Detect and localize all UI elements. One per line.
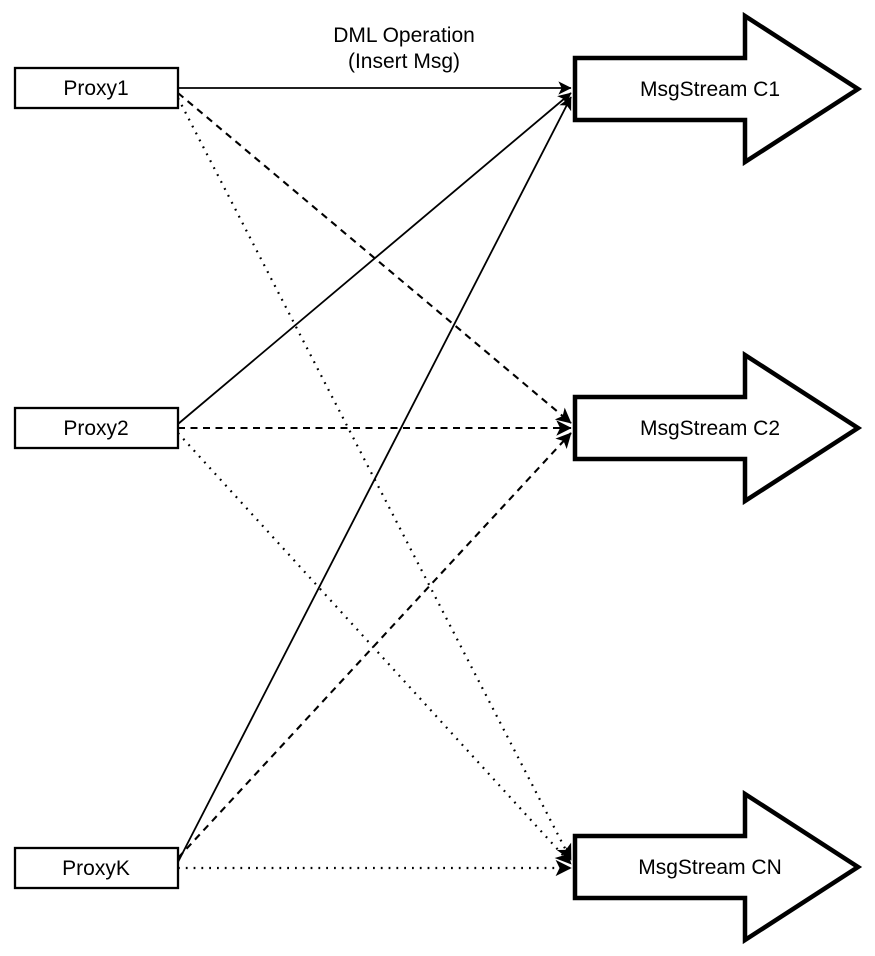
node-msgstream-c1: MsgStream C1 [572, 11, 863, 167]
diagram-title-line2: (Insert Msg) [348, 50, 460, 73]
diagram-title-line1: DML Operation [333, 24, 475, 47]
proxy1-box [13, 66, 180, 110]
node-proxy2: Proxy2 [13, 406, 180, 450]
diagram-title: DML Operation (Insert Msg) [333, 24, 475, 73]
proxyk-box [13, 846, 180, 890]
node-msgstream-cn: MsgStream CN [572, 789, 863, 945]
node-proxy1: Proxy1 [13, 66, 180, 110]
msgstream-cn-label: MsgStream CN [638, 856, 782, 879]
msgstream-c1-label: MsgStream C1 [640, 78, 780, 101]
node-proxyk: ProxyK [13, 846, 180, 890]
edge-proxyk-c2 [177, 432, 572, 859]
msgstream-c2-label: MsgStream C2 [640, 417, 780, 440]
msgstream-c2-arrow-shape [572, 350, 863, 506]
edge-proxy1-c2 [177, 92, 572, 424]
proxy2-box [13, 406, 180, 450]
edges [177, 81, 572, 877]
msgstream-c1-arrow-shape [572, 11, 863, 167]
msgstream-cn-arrow-shape [572, 789, 863, 945]
proxy2-label: Proxy2 [63, 417, 128, 440]
proxy1-label: Proxy1 [63, 77, 128, 100]
node-msgstream-c2: MsgStream C2 [572, 350, 863, 506]
proxyk-label: ProxyK [62, 857, 130, 880]
